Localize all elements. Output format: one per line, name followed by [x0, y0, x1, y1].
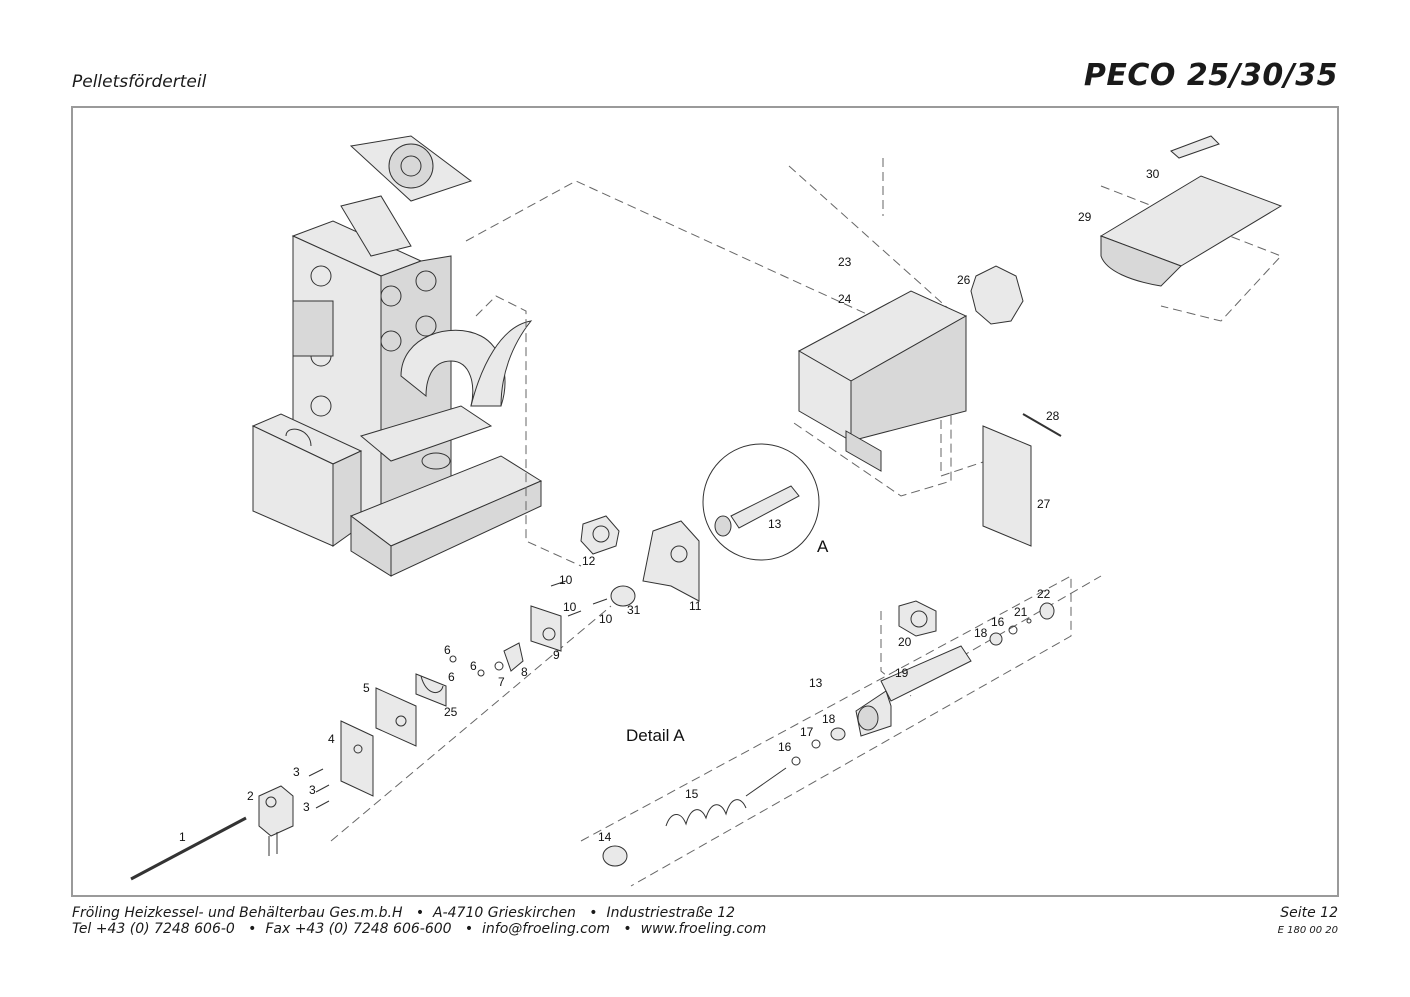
part-label: 8 — [521, 665, 528, 679]
part-label: 3 — [293, 765, 300, 779]
part-label: 17 — [800, 725, 814, 739]
footer-contact-line: Tel +43 (0) 7248 606-0 • Fax +43 (0) 724… — [72, 921, 767, 937]
part-label: 30 — [1146, 167, 1160, 181]
detail-title: Detail A — [626, 726, 685, 745]
part-label: 13 — [768, 517, 782, 531]
page-number: Seite 12 — [1280, 905, 1338, 921]
part-label: 13 — [809, 676, 823, 690]
part-label: 27 — [1037, 497, 1051, 511]
part-label: 22 — [1037, 587, 1051, 601]
part-label: 19 — [895, 666, 909, 680]
section-title: Pelletsförderteil — [72, 72, 207, 92]
part-label: 2 — [247, 789, 254, 803]
part-label: 9 — [553, 648, 560, 662]
exploded-parts-drawing: 1 2 3 3 3 4 5 6 6 6 7 8 9 10 10 10 11 12… — [130, 135, 1283, 887]
part-label: 18 — [974, 626, 988, 640]
part-label: 21 — [1014, 605, 1028, 619]
part-label: 7 — [498, 675, 505, 689]
part-label: 10 — [563, 600, 577, 614]
pellet-hopper-illustration — [797, 290, 968, 472]
part-label: 28 — [1046, 409, 1060, 423]
part-label: 20 — [898, 635, 912, 649]
part-label: 24 — [838, 292, 852, 306]
part-labels: 1 2 3 3 3 4 5 6 6 6 7 8 9 10 10 10 11 12… — [179, 167, 1160, 844]
part-label: 6 — [470, 659, 477, 673]
motor-illustration — [258, 785, 294, 856]
part-label: 16 — [991, 615, 1005, 629]
part-label: 4 — [328, 732, 335, 746]
part-label: 29 — [1078, 210, 1092, 224]
part-label: 5 — [363, 681, 370, 695]
part-label: 23 — [838, 255, 852, 269]
footer-company-line: Fröling Heizkessel- und Behälterbau Ges.… — [72, 905, 736, 921]
part-label: 16 — [778, 740, 792, 754]
part-label: 31 — [627, 603, 641, 617]
part-label: 1 — [179, 830, 186, 844]
part-label: 26 — [957, 273, 971, 287]
part-label: 25 — [444, 705, 458, 719]
part-label: 6 — [448, 670, 455, 684]
part-label: 3 — [303, 800, 310, 814]
part-label: 14 — [598, 830, 612, 844]
detail-marker-a: A — [817, 537, 829, 556]
part-label: 18 — [822, 712, 836, 726]
part-label: 15 — [685, 787, 699, 801]
part-label: 10 — [559, 573, 573, 587]
drawing-frame — [71, 106, 1339, 897]
document-code: E 180 00 20 — [1277, 925, 1338, 936]
model-title: PECO 25/30/35 — [1083, 58, 1338, 93]
part-label: 10 — [599, 612, 613, 626]
boiler-body-illustration — [251, 135, 543, 577]
part-label: 6 — [444, 643, 451, 657]
part-label: 11 — [689, 599, 702, 613]
part-label: 12 — [582, 554, 596, 568]
part-label: 3 — [309, 783, 316, 797]
